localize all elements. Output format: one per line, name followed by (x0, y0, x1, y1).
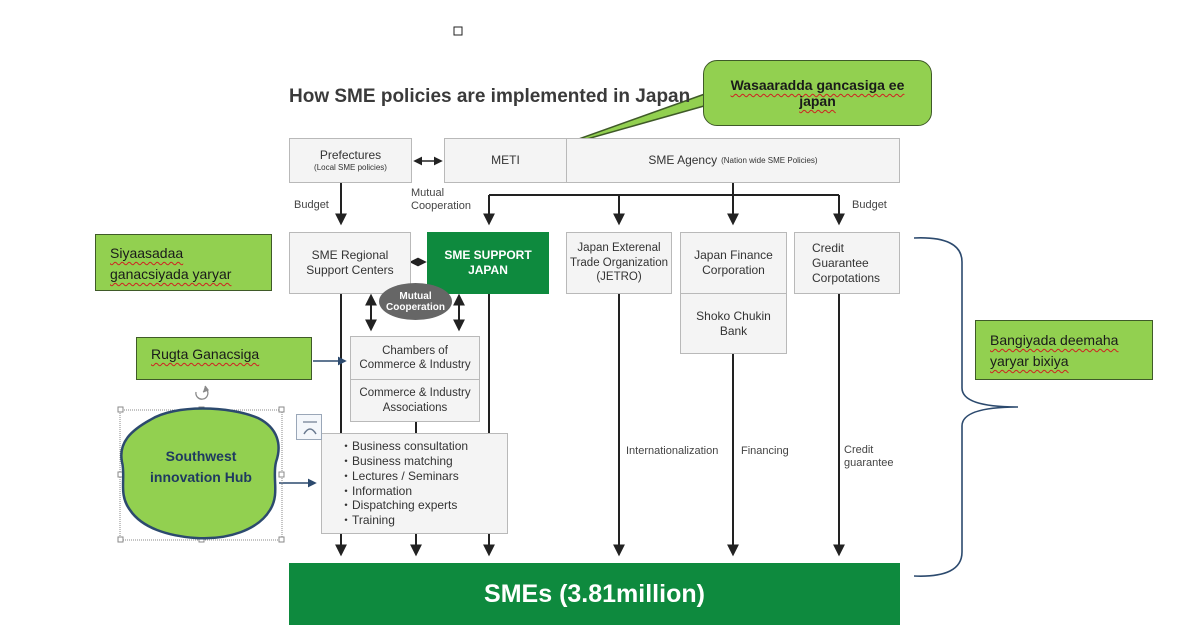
sme-support-japan-box: SME SUPPORT JAPAN (427, 232, 549, 294)
innovation-hub-blob (120, 407, 280, 540)
budget-left-label: Budget (294, 199, 329, 211)
prefectures-sub: (Local SME policies) (314, 163, 387, 172)
credit-guarantee-corporations-box: Credit Guarantee Corpotations (794, 232, 900, 294)
innovation-hub-label: Southwest innovation Hub (150, 448, 252, 485)
jetro-box: Japan Exterenal Trade Organization (JETR… (566, 232, 672, 294)
callout-rugta: Rugta Ganacsiga (136, 337, 312, 380)
meti-box: METI (444, 138, 567, 183)
smes-bar: SMEs (3.81million) (289, 563, 900, 625)
internationalization-label: Internationalization (626, 445, 719, 457)
prefectures-box: Prefectures (Local SME policies) (289, 138, 412, 183)
sme-regional-support-centers-box: SME Regional Support Centers (289, 232, 411, 294)
service-item: ・Dispatching experts (340, 498, 458, 513)
commerce-industry-associations-box: Commerce & Industry Associations (350, 379, 480, 422)
budget-right-label: Budget (852, 199, 887, 211)
sme-agency-label: SME Agency (648, 153, 718, 167)
financing-label: Financing (741, 445, 789, 457)
right-brace (913, 237, 1019, 577)
mutual-cooperation-label: Mutual Cooperation (411, 187, 471, 212)
callout-bangiyada-text: Bangiyada deemaha yaryar bixiya (990, 332, 1119, 369)
japan-finance-corporation-box: Japan Finance Corporation (680, 232, 787, 294)
service-item: ・Business matching (340, 454, 453, 469)
sme-agency-sub: (Nation wide SME Policies) (721, 155, 818, 165)
callout-rugta-text: Rugta Ganacsiga (151, 346, 260, 362)
mutual-cooperation-oval: Mutual Cooperation (379, 283, 452, 320)
chambers-of-commerce-box: Chambers of Commerce & Industry (350, 336, 480, 380)
services-list: ・Business consultation ・Business matchin… (340, 439, 468, 527)
credit-guarantee-flow-label: Credit guarantee (844, 444, 894, 469)
shoko-chukin-bank-box: Shoko Chukin Bank (680, 293, 787, 354)
service-item: ・Lectures / Seminars (340, 468, 459, 483)
layout-options-icon[interactable] (296, 414, 322, 440)
callout-siyaasadaa-text: Siyaasadaa ganacsiyada yaryar (110, 245, 232, 282)
service-item: ・Training (340, 512, 395, 527)
prefectures-label: Prefectures (319, 148, 382, 162)
callout-siyaasadaa: Siyaasadaa ganacsiyada yaryar (95, 234, 272, 291)
callout-bangiyada: Bangiyada deemaha yaryar bixiya (975, 320, 1153, 380)
rotate-handle-icon (195, 385, 210, 400)
service-item: ・Information (340, 483, 413, 498)
page-title: How SME policies are implemented in Japa… (289, 86, 691, 107)
service-item: ・Business consultation (340, 439, 469, 454)
sme-agency-box: SME Agency (Nation wide SME Policies) (566, 138, 900, 183)
callout-wasaaradda-text: Wasaaradda gancasiga ee japan (730, 77, 905, 109)
services-box: ・Business consultation ・Business matchin… (321, 433, 508, 534)
callout-wasaaradda: Wasaaradda gancasiga ee japan (703, 60, 932, 126)
